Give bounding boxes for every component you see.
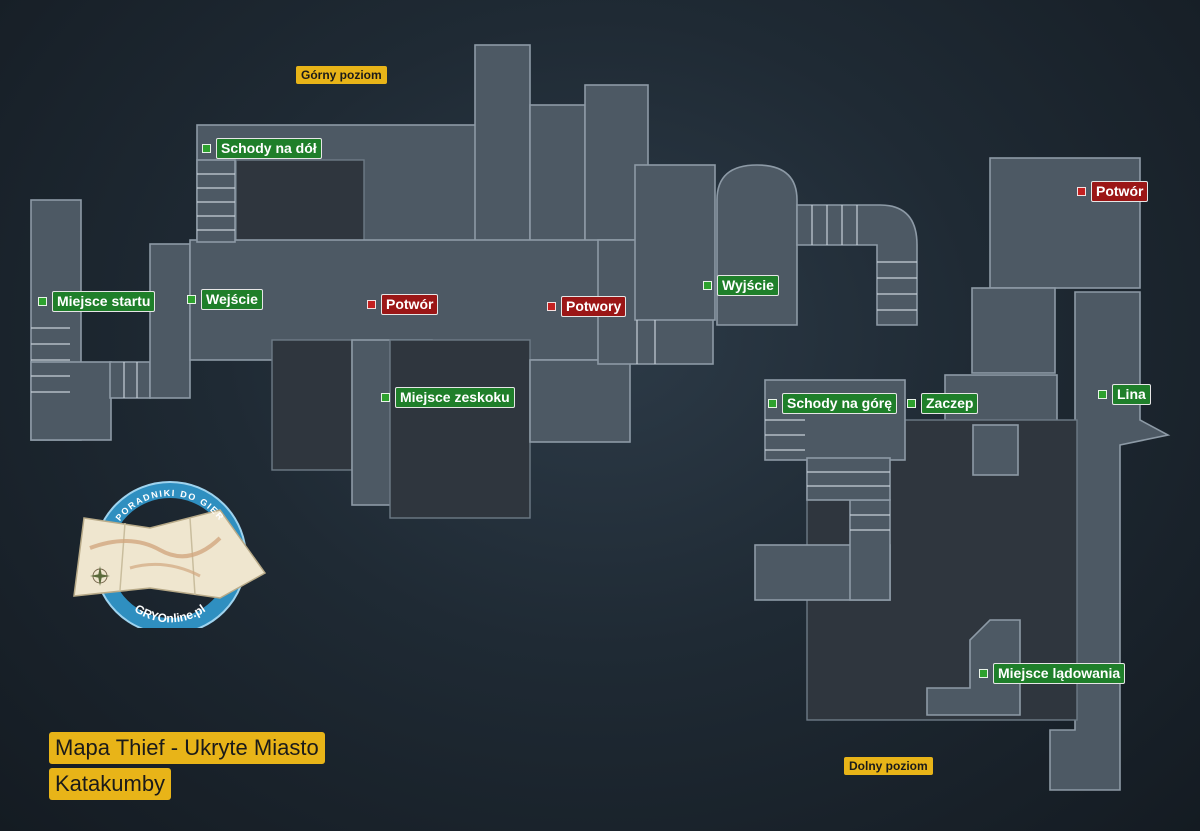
map-title: Mapa Thief - Ukryte Miasto — [49, 732, 325, 764]
gryonline-logo: PORADNIKI DO GIER GRYOnline.pl — [73, 481, 267, 628]
marker-label: Wyjście — [717, 275, 779, 296]
marker-monster-lower[interactable]: Potwór — [1077, 181, 1149, 202]
marker-label: Potwór — [1091, 181, 1149, 202]
marker-grapple[interactable]: Zaczep — [907, 393, 979, 414]
west-passage — [109, 361, 151, 399]
marker-stairs-up[interactable]: Schody na górę — [768, 393, 898, 414]
marker-label: Miejsce zeskoku — [395, 387, 515, 408]
marker-label: Wejście — [201, 289, 263, 310]
upper-level-stairs — [31, 159, 917, 398]
marker-label: Miejsce startu — [52, 291, 156, 312]
location-marker-icon — [703, 281, 712, 290]
lower-stair-landing — [806, 457, 891, 501]
lower-level-label: Dolny poziom — [844, 757, 933, 775]
map-subtitle: Katakumby — [49, 768, 172, 800]
marker-stairs-down[interactable]: Schody na dół — [202, 138, 322, 159]
compass-icon — [90, 566, 110, 586]
location-marker-icon — [1098, 390, 1107, 399]
lower-level-stairs — [765, 419, 891, 531]
location-marker-icon — [202, 144, 211, 153]
marker-label: Potwory — [561, 296, 627, 317]
south-east-room — [529, 359, 631, 443]
marker-rope[interactable]: Lina — [1098, 384, 1151, 405]
monster-marker-icon — [367, 300, 376, 309]
upper-level-label: Górny poziom — [296, 66, 387, 84]
monster-marker-icon — [1077, 187, 1086, 196]
marker-label: Zaczep — [921, 393, 979, 414]
marker-entrance[interactable]: Wejście — [187, 289, 263, 310]
location-marker-icon — [768, 399, 777, 408]
location-marker-icon — [381, 393, 390, 402]
exit-rotunda — [716, 164, 798, 326]
location-marker-icon — [187, 295, 196, 304]
entrance-corridor — [149, 243, 191, 399]
north-tower — [474, 44, 531, 261]
lower-grapple-drop — [972, 424, 1019, 476]
marker-label: Schody na dół — [216, 138, 322, 159]
start-room-lower — [30, 361, 112, 441]
south-alcove — [271, 339, 353, 471]
location-marker-icon — [979, 669, 988, 678]
marker-start[interactable]: Miejsce startu — [38, 291, 156, 312]
marker-label: Miejsce lądowania — [993, 663, 1126, 684]
monster-marker-icon — [547, 302, 556, 311]
jump-pit — [389, 339, 531, 519]
lower-north-monster-room — [989, 157, 1141, 289]
marker-jump-spot[interactable]: Miejsce zeskoku — [381, 387, 515, 408]
marker-monsters[interactable]: Potwory — [547, 296, 627, 317]
location-marker-icon — [38, 297, 47, 306]
location-marker-icon — [907, 399, 916, 408]
north-annex — [529, 104, 586, 261]
lower-grapple-room — [971, 287, 1056, 374]
marker-monster-upper[interactable]: Potwór — [367, 294, 439, 315]
marker-landing[interactable]: Miejsce lądowania — [979, 663, 1126, 684]
landing-room — [926, 619, 1021, 716]
marker-exit[interactable]: Wyjście — [703, 275, 779, 296]
exit-hall — [634, 164, 716, 321]
marker-label: Lina — [1112, 384, 1151, 405]
marker-label: Schody na górę — [782, 393, 898, 414]
marker-label: Potwór — [381, 294, 439, 315]
